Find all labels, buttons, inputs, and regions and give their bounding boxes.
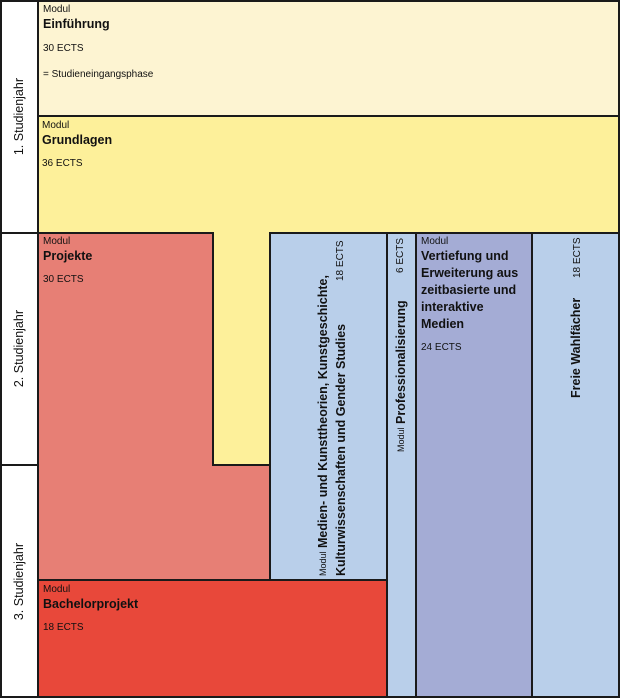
module-freie-wahlfaecher: Freie Wahlfächer — [569, 297, 583, 398]
shape-freie — [531, 232, 620, 698]
module-medien: Modul Medien- und Kunsttheorien, Kunstge… — [316, 240, 348, 576]
year-label-1: 1. Studienjahr — [12, 77, 26, 156]
module-grundlagen: Modul Grundlagen 36 ECTS — [42, 120, 113, 169]
module-freie-wahlfaecher-ects: 18 ECTS — [572, 237, 583, 278]
module-professionalisierung-ects: 6 ECTS — [395, 238, 406, 274]
year-label-3: 3. Studienjahr — [12, 542, 26, 621]
module-projekte: Modul Projekte 30 ECTS — [43, 236, 93, 285]
module-bachelorprojekt: Modul Bachelorprojekt 18 ECTS — [43, 584, 139, 633]
year-label-2: 2. Studienjahr — [12, 310, 26, 388]
module-vertiefung: Modul Vertiefung und Erweiterung aus zei… — [421, 236, 519, 353]
module-medien-ects: 18 ECTS — [335, 240, 346, 281]
module-einfuehrung: Modul Einführung 30 ECTS = Studieneingan… — [43, 4, 154, 80]
module-professionalisierung: Modul Professionalisierung — [394, 300, 408, 452]
